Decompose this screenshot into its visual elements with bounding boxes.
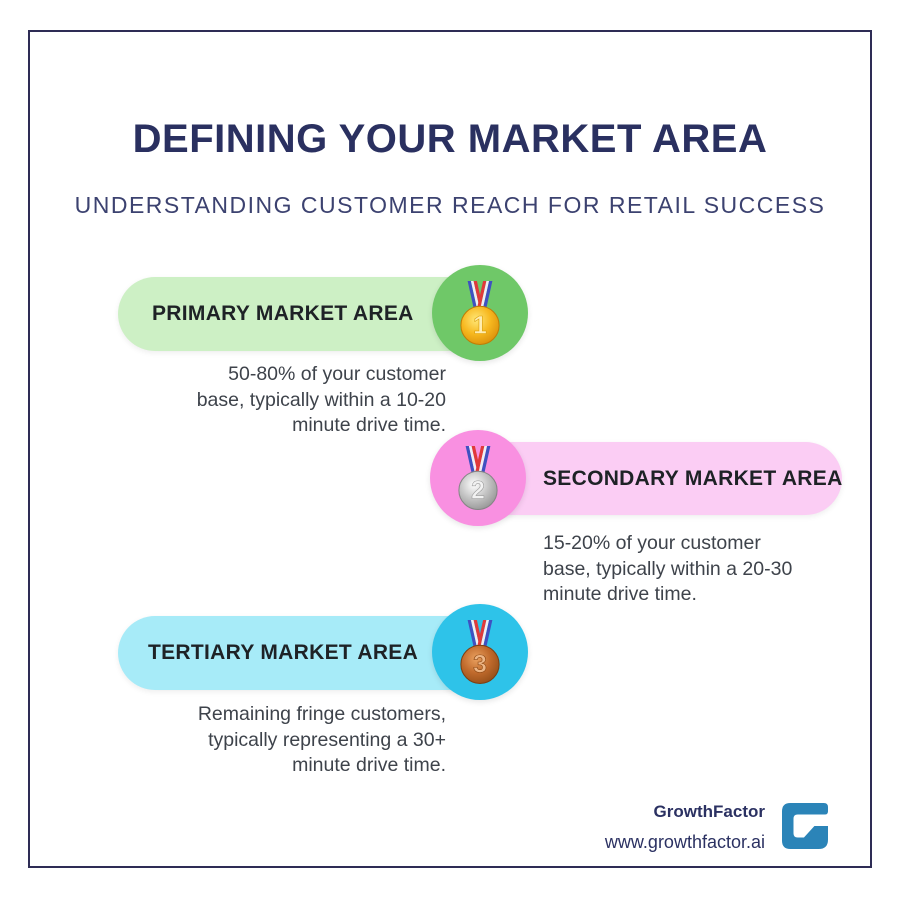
silver-medal-icon: 2 [458, 446, 498, 510]
bronze-medal-icon: 3 [460, 620, 500, 684]
secondary-rank-badge: 2 [430, 430, 526, 526]
rank-number: 3 [473, 652, 487, 679]
brand-name: GrowthFactor [653, 802, 765, 821]
growthfactor-g-logo [782, 803, 828, 849]
gold-medal-icon: 1 [460, 281, 500, 345]
website-url: www.growthfactor.ai [604, 832, 765, 852]
page-subtitle: UNDERSTANDING CUSTOMER REACH FOR RETAIL … [74, 192, 826, 218]
primary-market-description: 50-80% of your customer base, typically … [196, 363, 446, 436]
rank-number: 2 [471, 478, 485, 505]
tertiary-market-pill: TERTIARY MARKET AREA [118, 616, 486, 690]
infographic-card: DEFINING YOUR MARKET AREA UNDERSTANDING … [28, 30, 872, 868]
rank-number: 1 [473, 313, 487, 340]
tertiary-market-label: TERTIARY MARKET AREA [148, 641, 419, 664]
tertiary-rank-badge: 3 [432, 604, 528, 700]
primary-rank-badge: 1 [432, 265, 528, 361]
tertiary-market-description: Remaining fringe customers, typically re… [197, 703, 446, 776]
primary-market-label: PRIMARY MARKET AREA [152, 302, 414, 325]
secondary-market-description: 15-20% of your customer base, typically … [543, 532, 793, 605]
primary-market-pill: PRIMARY MARKET AREA [118, 277, 486, 351]
page-title: DEFINING YOUR MARKET AREA [132, 117, 768, 161]
secondary-market-label: SECONDARY MARKET AREA [543, 466, 843, 490]
footer: GrowthFactor www.growthfactor.ai [450, 802, 765, 853]
